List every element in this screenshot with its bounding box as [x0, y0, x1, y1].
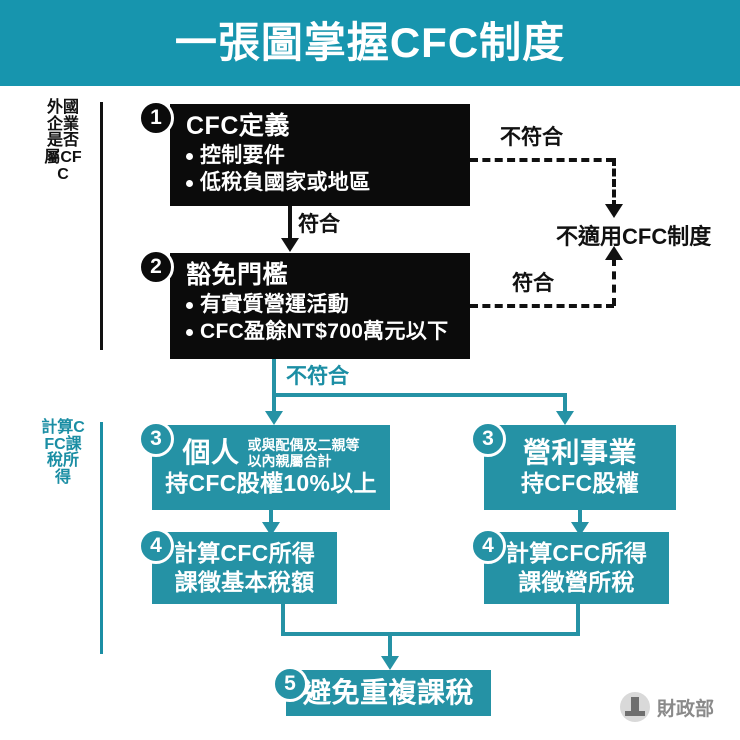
step-3-individual-headline: 個人 — [182, 436, 240, 468]
step-3-business-detail: 持CFC股權 — [520, 469, 640, 496]
step-1-title: CFC定義 — [186, 112, 290, 140]
terminal-not-applicable: 不適用CFC制度 — [556, 224, 712, 249]
edge-label-step2-not-match: 不符合 — [286, 365, 349, 388]
edge-step2-not-match-stem — [272, 359, 276, 397]
step-3-individual-note-line1: 或與配偶及二親等 — [247, 437, 360, 454]
step-2-item-1: CFC盈餘NT$700萬元以下 — [186, 318, 456, 345]
step-1-box: CFC定義 控制要件 低稅負國家或地區 — [170, 104, 470, 206]
step-3-individual-note: 或與配偶及二親等 以內親屬合計 — [248, 437, 360, 469]
step-3-business-headline: 營利事業 — [522, 436, 637, 468]
merge-horizontal-connector — [281, 632, 580, 636]
step-3-business-box: 營利事業 持CFC股權 — [484, 425, 676, 510]
edge-step1-not-match-vertical — [612, 158, 616, 208]
merge-to-step5-arrowhead — [381, 656, 399, 670]
step-5-avoid-double-tax-box: 避免重複課稅 — [286, 670, 491, 716]
edge-step1-to-step2-arrowhead — [281, 238, 299, 252]
merge-to-step5-line — [388, 632, 392, 660]
step-badge-4-left: 4 — [138, 528, 174, 564]
step-badge-5: 5 — [272, 666, 308, 702]
step-3-individual-box: 個人 或與配偶及二親等 以內親屬合計 持CFC股權10%以上 — [152, 425, 390, 510]
step-3-individual-detail: 持CFC股權10%以上 — [165, 470, 377, 497]
step-4-basic-tax-line2: 課徵基本稅額 — [174, 569, 315, 595]
section-divider-top — [100, 102, 103, 350]
title-banner: 一張圖掌握CFC制度 — [0, 0, 740, 86]
step-1-item-0: 控制要件 — [186, 142, 456, 169]
edge-label-step1-match: 符合 — [298, 213, 340, 236]
edge-label-step2-match: 符合 — [512, 272, 554, 295]
step-4-profit-tax-box: 計算CFC所得 課徵營所稅 — [484, 532, 669, 604]
ministry-emblem-icon — [620, 692, 650, 722]
section-divider-bottom — [100, 422, 103, 654]
merge-right-drop — [576, 604, 580, 636]
edge-step2-match-horizontal — [470, 304, 614, 308]
step-5-title: 避免重複課稅 — [302, 676, 474, 708]
page-title: 一張圖掌握CFC制度 — [174, 19, 566, 66]
step-4-basic-tax-box: 計算CFC所得 課徵基本稅額 — [152, 532, 337, 604]
edge-step1-to-step2-line — [288, 206, 292, 242]
step-2-item-0: 有實質營運活動 — [186, 291, 456, 318]
step-badge-3-left: 3 — [138, 421, 174, 457]
branch-horizontal-connector — [272, 393, 567, 397]
branch-right-arrowhead — [556, 411, 574, 425]
step-badge-2: 2 — [138, 249, 174, 285]
step-4-basic-tax-line1: 計算CFC所得 — [173, 540, 316, 567]
agency-logo: 財政部 — [620, 692, 714, 722]
branch-right-drop — [563, 393, 567, 415]
edge-step3-left-to-step4-line — [269, 510, 273, 526]
step-4-profit-tax-line2: 課徵營所稅 — [518, 569, 635, 595]
merge-left-drop — [281, 604, 285, 636]
step-1-item-1: 低稅負國家或地區 — [186, 169, 456, 196]
edge-step3-right-to-step4-line — [578, 510, 582, 526]
step-badge-4-right: 4 — [470, 528, 506, 564]
step-badge-3-right: 3 — [470, 421, 506, 457]
step-2-title: 豁免門檻 — [186, 261, 289, 289]
agency-name: 財政部 — [657, 698, 715, 720]
step-3-individual-headline-row: 個人 或與配偶及二親等 以內親屬合計 — [182, 437, 359, 469]
edge-step1-not-match-arrowhead — [605, 204, 623, 218]
branch-left-arrowhead — [265, 411, 283, 425]
edge-label-step1-not-match: 不符合 — [500, 126, 563, 149]
step-badge-1: 1 — [138, 100, 174, 136]
branch-left-drop — [272, 393, 276, 415]
step-4-profit-tax-line1: 計算CFC所得 — [505, 540, 648, 567]
edge-step1-not-match-horizontal — [470, 158, 614, 162]
edge-step2-match-arrowhead — [605, 246, 623, 260]
edge-step2-match-vertical — [612, 258, 616, 306]
section-label-compute-cfc-income: 計算CFC課稅所得 — [41, 419, 85, 486]
section-label-foreign-enterprise: 外國企業是否屬CFC — [44, 99, 82, 183]
step-3-individual-note-line2: 以內親屬合計 — [247, 453, 332, 470]
step-2-box: 豁免門檻 有實質營運活動 CFC盈餘NT$700萬元以下 — [170, 253, 470, 359]
